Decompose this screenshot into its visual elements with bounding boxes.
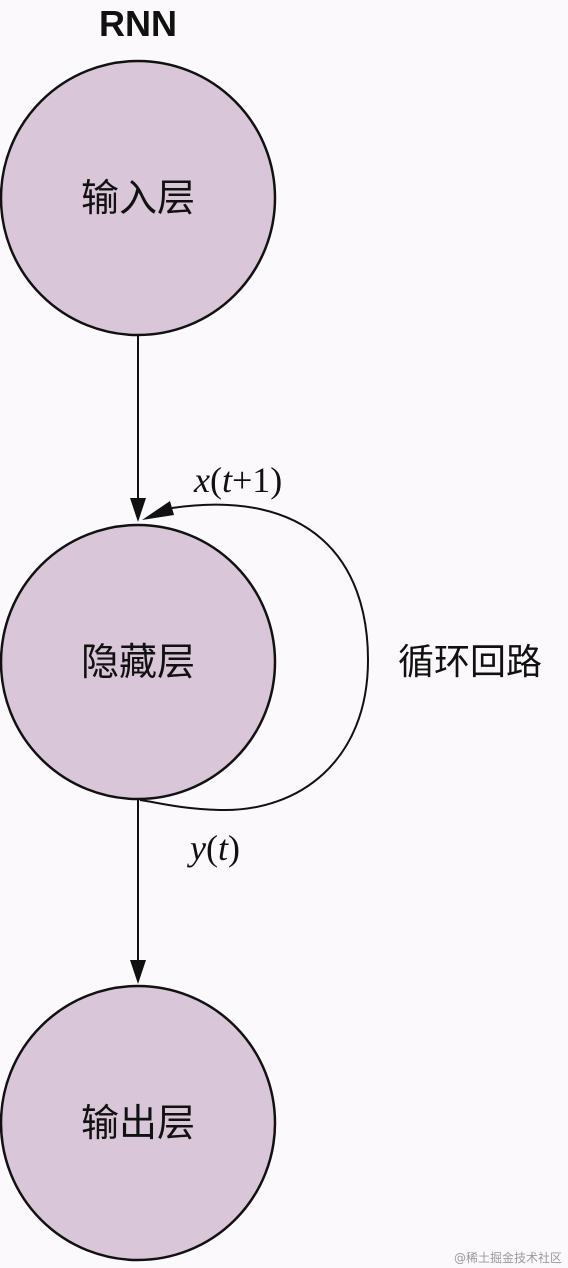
hidden-layer-node [0, 523, 277, 801]
loop-input-label: x(t+1) [193, 460, 282, 500]
arrowhead-recurrent-loop [142, 501, 174, 520]
loop-output-open: ( [206, 828, 218, 868]
loop-output-arg: t [218, 828, 229, 868]
diagram-title: RNN [99, 3, 177, 44]
loop-output-label: y(t) [187, 828, 240, 868]
input-layer-node [0, 59, 277, 337]
arrowhead-input-to-hidden [130, 498, 146, 522]
loop-output-var: y [187, 828, 206, 868]
recurrent-loop-label: 循环回路 [398, 642, 542, 683]
input-layer-label: 输入层 [81, 176, 195, 220]
output-layer-label: 输出层 [81, 1101, 195, 1145]
arrowhead-hidden-to-output [130, 960, 146, 984]
hidden-layer-label: 隐藏层 [81, 640, 195, 684]
loop-input-var: x [193, 460, 210, 500]
recurrent-loop-path [139, 503, 370, 812]
loop-input-rest: +1) [232, 460, 282, 500]
loop-input-open: ( [210, 460, 222, 500]
output-layer-node [0, 984, 277, 1262]
loop-output-close: ) [228, 828, 240, 868]
watermark-text: @稀土掘金技术社区 [454, 1250, 562, 1265]
loop-input-arg: t [222, 460, 233, 500]
